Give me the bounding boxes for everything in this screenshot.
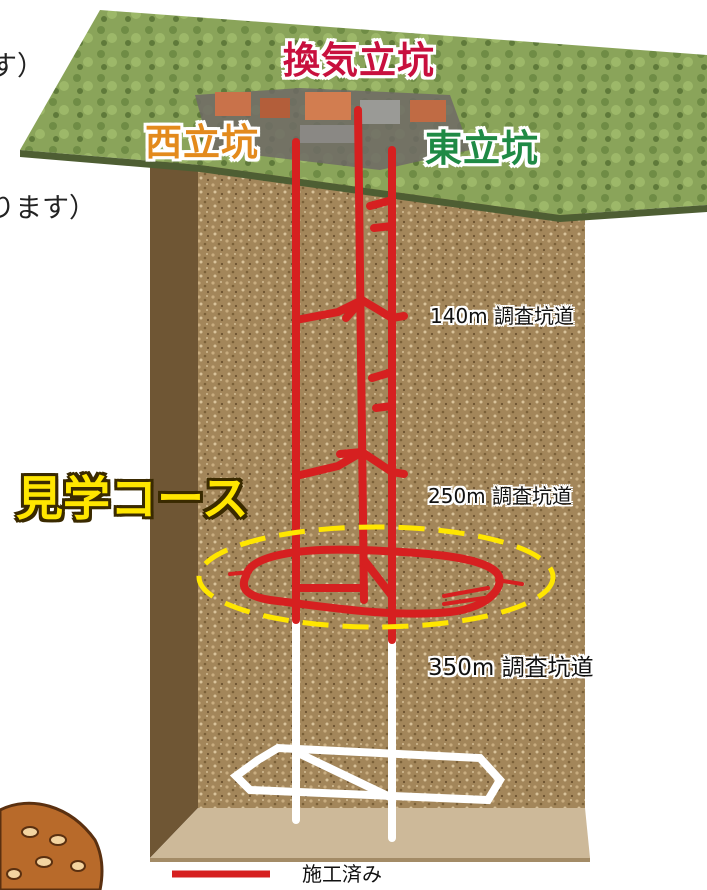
ventilation-shaft-line <box>354 106 368 604</box>
west-shaft-label: 西立坑 <box>145 121 259 164</box>
planned-500m-crossing <box>292 748 396 802</box>
gallery-350m-loop <box>239 545 504 618</box>
terrain-surface <box>20 10 707 222</box>
gallery-350m-label: 350m 調査坑道 <box>428 655 594 681</box>
planned-tunnels <box>229 616 505 842</box>
tour-course-outline <box>196 524 556 630</box>
planned-500m-loop <box>229 743 505 805</box>
gallery-140m-label: 140m 調査坑道 <box>430 304 575 328</box>
tour-course-label: 見学コース <box>16 472 249 527</box>
east-shaft-label: 東立坑 <box>425 127 539 170</box>
legend-completed-label: 施工済み <box>302 862 382 886</box>
cut-off-text-middle: ります） <box>0 193 96 224</box>
cut-off-text-top: す） <box>0 51 44 82</box>
decorative-character <box>0 801 104 890</box>
completed-tunnels <box>228 106 524 644</box>
ventilation-shaft-label: 換気立坑 <box>283 39 435 82</box>
gallery-250m-label: 250m 調査坑道 <box>428 484 573 508</box>
